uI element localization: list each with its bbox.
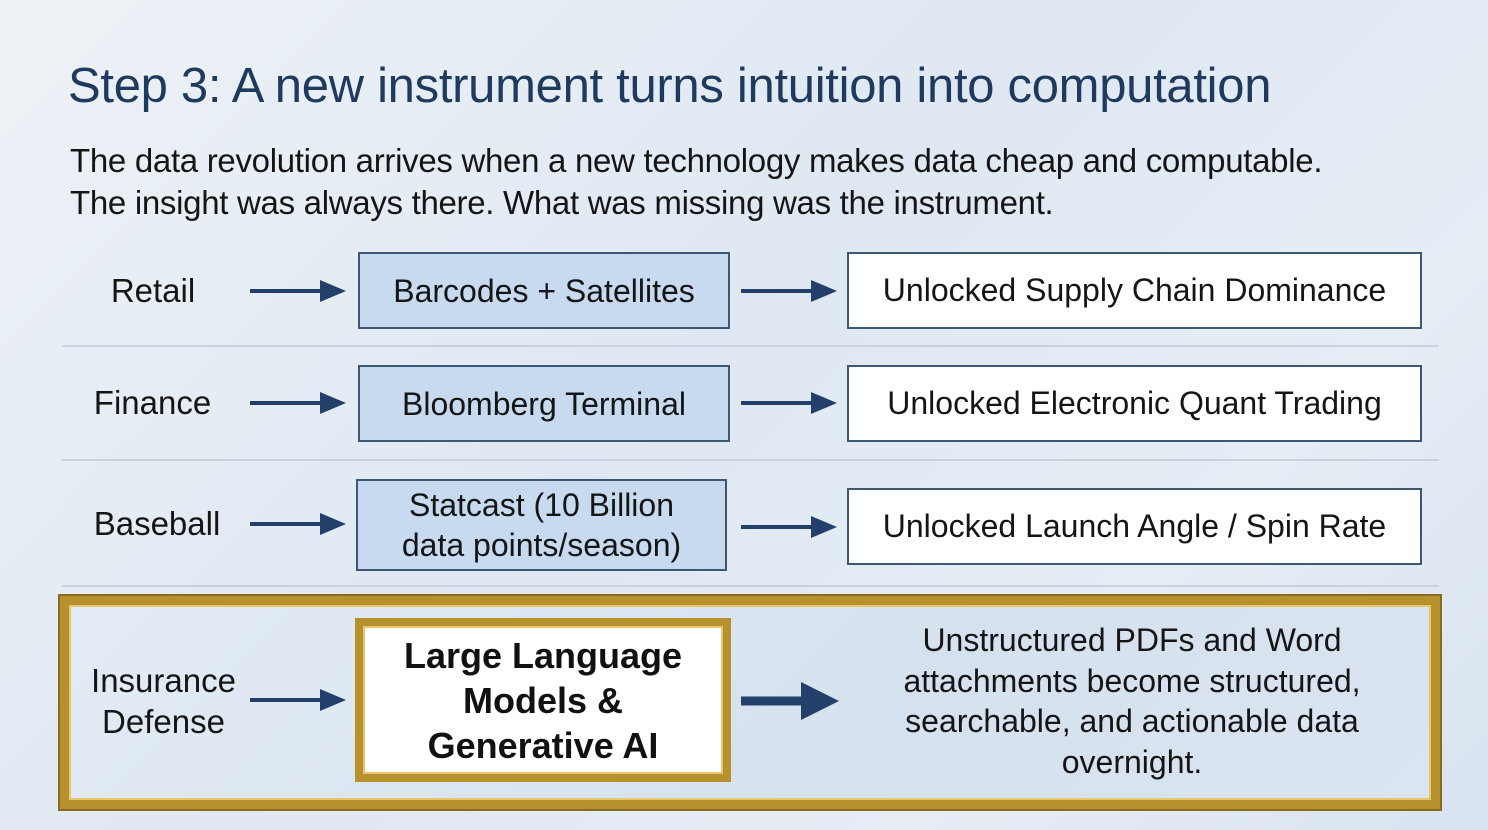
technology-label-line-2: Models & xyxy=(462,679,623,721)
row-divider xyxy=(62,585,1439,587)
outcome-text-insurance: Unstructured PDFs and Word attachments b… xyxy=(862,620,1402,782)
technology-label-line-1: Large Language xyxy=(403,634,683,676)
sector-label-finance: Finance xyxy=(93,384,212,421)
right-arrow-icon xyxy=(250,689,346,711)
technology-label-line-1: Statcast (10 Billion xyxy=(408,487,674,523)
technology-box-finance: Bloomberg Terminal xyxy=(358,365,730,442)
sector-label-baseball: Baseball xyxy=(93,505,221,542)
technology-label: Barcodes + Satellites xyxy=(393,272,695,309)
right-arrow-icon xyxy=(741,392,837,414)
right-arrow-icon xyxy=(250,280,346,302)
highlight-frame-insurance xyxy=(60,596,1440,809)
subtitle-line-2: The insight was always there. What was m… xyxy=(70,184,1054,221)
subtitle: The data revolution arrives when a new t… xyxy=(70,140,1322,224)
sector-label-line-2: Defense xyxy=(102,703,225,740)
sector-label-retail: Retail xyxy=(110,272,196,309)
outcome-box-finance: Unlocked Electronic Quant Trading xyxy=(847,365,1422,442)
technology-label: Bloomberg Terminal xyxy=(402,385,686,422)
technology-box-retail: Barcodes + Satellites xyxy=(358,252,730,329)
right-arrow-icon xyxy=(250,513,346,535)
sector-label-line-1: Insurance xyxy=(91,662,236,699)
outcome-label: Unlocked Electronic Quant Trading xyxy=(887,385,1382,421)
technology-box-baseball: Statcast (10 Billion data points/season) xyxy=(356,479,727,571)
outcome-line-3: searchable, and actionable data xyxy=(905,703,1359,739)
right-arrow-icon xyxy=(250,392,346,414)
outcome-line-1: Unstructured PDFs and Word xyxy=(922,622,1342,658)
outcome-box-baseball: Unlocked Launch Angle / Spin Rate xyxy=(847,488,1422,565)
technology-box-llm: Large Language Models & Generative AI xyxy=(355,618,731,782)
technology-label-line-3: Generative AI xyxy=(427,724,659,766)
outcome-label: Unlocked Launch Angle / Spin Rate xyxy=(882,508,1387,544)
outcome-box-retail: Unlocked Supply Chain Dominance xyxy=(847,252,1422,329)
outcome-label: Unlocked Supply Chain Dominance xyxy=(882,272,1387,308)
sector-label-insurance-defense: Insurance Defense xyxy=(86,660,241,742)
row-divider xyxy=(62,345,1439,347)
outcome-line-2: attachments become structured, xyxy=(903,662,1361,699)
slide-title: Step 3: A new instrument turns intuition… xyxy=(68,59,1272,113)
right-arrow-icon xyxy=(741,516,837,538)
technology-label-line-2: data points/season) xyxy=(401,527,682,563)
right-arrow-icon xyxy=(741,280,837,302)
right-arrow-icon xyxy=(741,682,839,720)
outcome-line-4: overnight. xyxy=(1061,743,1203,780)
row-divider xyxy=(62,459,1439,461)
subtitle-line-1: The data revolution arrives when a new t… xyxy=(70,142,1323,179)
